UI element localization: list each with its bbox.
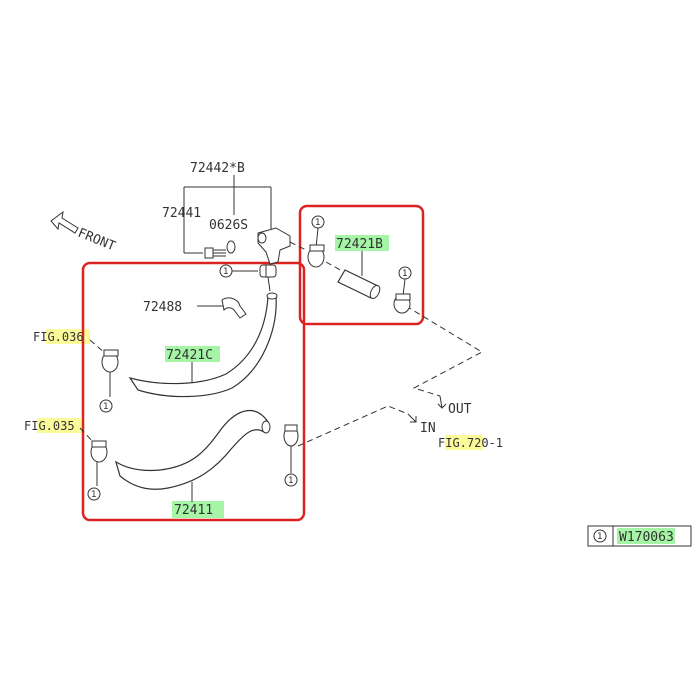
out-arrow-icon bbox=[437, 395, 447, 409]
hose-clamp-left-upper-icon bbox=[101, 349, 119, 373]
label-72421c: 72421C bbox=[166, 348, 213, 363]
label-72421b: 72421B bbox=[336, 237, 383, 252]
front-label: FRONT bbox=[76, 226, 118, 255]
svg-text:1: 1 bbox=[103, 402, 109, 412]
red-frame-left bbox=[81, 261, 306, 522]
hose-clamp-right-lower-icon bbox=[283, 424, 299, 447]
highlight-72421b bbox=[335, 235, 389, 251]
highlight-72411 bbox=[172, 501, 224, 518]
label-72441: 72441 bbox=[162, 206, 201, 221]
highlight-fig035 bbox=[37, 418, 81, 433]
washer-part bbox=[226, 240, 236, 254]
svg-text:1: 1 bbox=[223, 267, 229, 277]
svg-text:1: 1 bbox=[402, 269, 408, 279]
hose-72411 bbox=[115, 409, 271, 490]
hose-clamp-left-lower-icon bbox=[90, 440, 108, 463]
highlight-legend-code bbox=[617, 528, 675, 544]
label-0626s: 0626S bbox=[209, 218, 248, 233]
legend-box: 1 W170063 bbox=[587, 525, 692, 547]
label-72488: 72488 bbox=[143, 300, 182, 315]
hose-72421b bbox=[337, 269, 381, 299]
red-frame-right bbox=[298, 204, 425, 326]
hose-72421c bbox=[128, 292, 278, 398]
label-fig720: FIG.720-1 bbox=[438, 436, 503, 450]
assembly-bracket bbox=[183, 175, 272, 254]
highlight-72421c bbox=[165, 346, 220, 362]
highlight-fig036 bbox=[46, 329, 90, 344]
hose-clamp-right-upper-icon bbox=[307, 244, 325, 268]
hose-clamp-right-box-icon bbox=[393, 293, 411, 314]
in-arrow-icon bbox=[407, 413, 417, 423]
clamp-ref-circle-right-box: 1 bbox=[398, 266, 412, 280]
clamp-ref-circle: 1 bbox=[219, 264, 258, 278]
label-out: OUT bbox=[448, 402, 472, 417]
bolt-part bbox=[204, 247, 226, 259]
tee-fitting-part bbox=[257, 227, 291, 265]
clamp-ref-circle-left-upper: 1 bbox=[99, 399, 113, 413]
legend-key: 1 bbox=[597, 532, 603, 542]
label-fig035: FIG.035 bbox=[24, 419, 75, 433]
clamp-ref-circle-left-lower: 1 bbox=[87, 487, 101, 501]
legend-code: W170063 bbox=[619, 530, 674, 545]
svg-text:1: 1 bbox=[315, 218, 321, 228]
clip-72488-part bbox=[221, 297, 247, 319]
highlight-fig720 bbox=[445, 435, 483, 450]
label-72411: 72411 bbox=[174, 503, 213, 518]
clamp-ref-circle-right-lower: 1 bbox=[284, 473, 298, 487]
label-fig036: FIG.036 bbox=[33, 330, 84, 344]
clamp-ref-circle-right-upper: 1 bbox=[311, 215, 325, 229]
hose-clamp-icon bbox=[259, 264, 277, 278]
label-72442b: 72442*B bbox=[190, 161, 245, 176]
svg-text:1: 1 bbox=[91, 490, 97, 500]
label-in: IN bbox=[420, 421, 436, 436]
svg-text:1: 1 bbox=[288, 476, 294, 486]
front-arrow-icon bbox=[50, 210, 79, 234]
